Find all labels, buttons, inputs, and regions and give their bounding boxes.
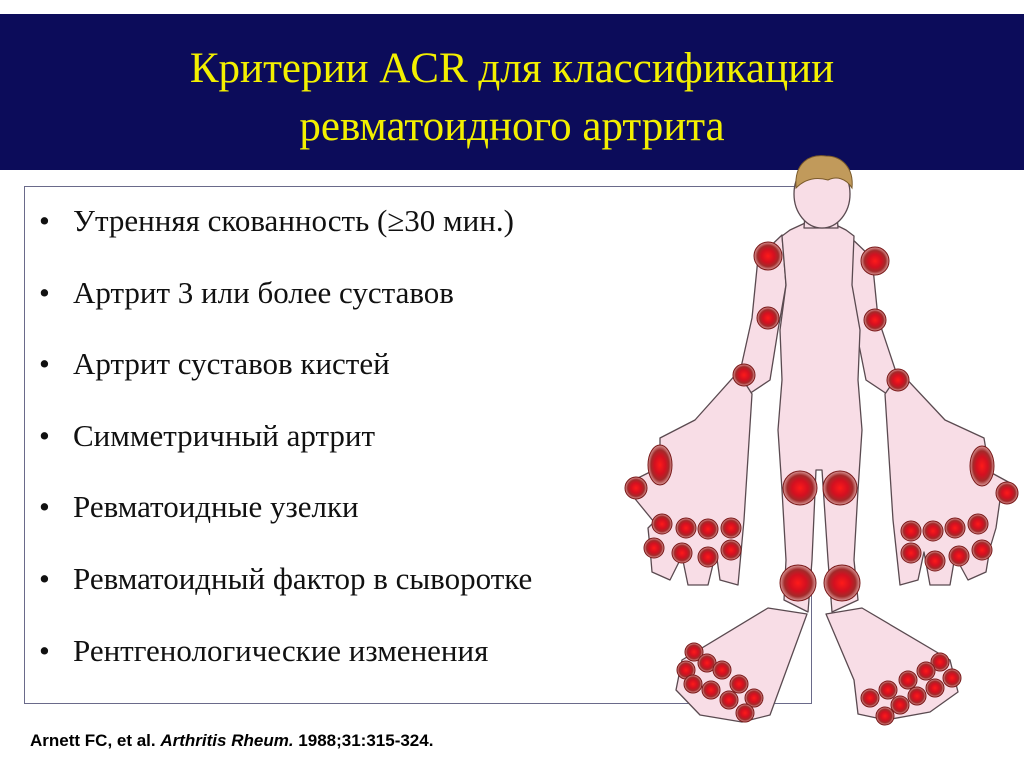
joint-marker: [683, 674, 703, 694]
citation-details: 1988;31:315-324.: [298, 731, 434, 750]
joint-marker: [735, 703, 755, 723]
joint-marker: [916, 661, 936, 681]
joint-marker: [671, 542, 693, 564]
citation: Arnett FC, et al. Arthritis Rheum. 1988;…: [30, 731, 433, 751]
joint-marker: [948, 545, 970, 567]
joint-marker: [900, 520, 922, 542]
bullet-icon: •: [39, 489, 50, 524]
joint-marker: [823, 564, 861, 602]
torso-and-legs: [777, 217, 863, 613]
bullet-icon: •: [39, 275, 50, 310]
bullet-icon: •: [39, 633, 50, 668]
joint-marker: [922, 520, 944, 542]
joint-marker: [643, 537, 665, 559]
joint-marker: [675, 517, 697, 539]
joint-marker: [684, 642, 704, 662]
citation-authors: Arnett FC, et al.: [30, 731, 156, 750]
criteria-box: • Утренняя скованность (≥30 мин.) • Артр…: [24, 186, 812, 704]
criteria-item-text: Артрит суставов кистей: [73, 346, 390, 381]
joint-marker: [720, 517, 742, 539]
joint-markers: [624, 241, 1019, 726]
criteria-item-text: Ревматоидные узелки: [73, 489, 359, 524]
joint-marker: [720, 539, 742, 561]
joint-marker: [875, 706, 895, 726]
bullet-icon: •: [39, 418, 50, 453]
joint-marker: [779, 564, 817, 602]
bullet-icon: •: [39, 346, 50, 381]
citation-journal: Arthritis Rheum.: [160, 731, 294, 750]
joint-marker: [898, 670, 918, 690]
joint-marker: [697, 546, 719, 568]
body-silhouette: [625, 159, 1013, 723]
bullet-icon: •: [39, 561, 50, 596]
joint-marker: [701, 680, 721, 700]
bullet-icon: •: [39, 203, 50, 238]
joint-marker: [944, 517, 966, 539]
slide-title-line-2: ревматоидного артрита: [299, 103, 725, 150]
joint-marker: [753, 241, 783, 271]
joint-marker: [930, 652, 950, 672]
hair: [795, 155, 853, 190]
joint-marker: [995, 481, 1019, 505]
title-bar: Критерии ACR для классификации ревматоид…: [0, 14, 1024, 170]
joint-marker: [782, 470, 818, 506]
joint-marker: [732, 363, 756, 387]
joint-marker: [651, 513, 673, 535]
joint-marker: [890, 695, 910, 715]
joint-marker: [860, 246, 890, 276]
human-body-joints-illustration: [624, 155, 1019, 726]
joint-marker: [907, 686, 927, 706]
joint-marker: [878, 680, 898, 700]
joint-marker: [647, 444, 673, 486]
joint-marker: [886, 368, 910, 392]
slide-title-line-1: Критерии ACR для классификации: [189, 45, 835, 92]
joint-marker: [967, 513, 989, 535]
criteria-item-text: Артрит 3 или более суставов: [73, 275, 454, 310]
joint-marker: [697, 518, 719, 540]
joint-marker: [624, 476, 648, 500]
joint-marker: [942, 668, 962, 688]
joint-marker: [729, 674, 749, 694]
joint-marker: [756, 306, 780, 330]
joint-marker: [925, 678, 945, 698]
joint-marker: [924, 550, 946, 572]
joint-marker: [969, 445, 995, 487]
joint-marker: [744, 688, 764, 708]
joint-marker: [863, 308, 887, 332]
joint-marker: [822, 470, 858, 506]
criteria-item-text: Утренняя скованность (≥30 мин.): [73, 203, 514, 238]
criteria-item-text: Ревматоидный фактор в сыворотке: [73, 561, 533, 596]
joint-marker: [712, 660, 732, 680]
criteria-item-text: Симметричный артрит: [73, 418, 376, 453]
joint-marker: [971, 539, 993, 561]
joint-marker: [900, 542, 922, 564]
joint-marker: [860, 688, 880, 708]
criteria-item-text: Рентгенологические изменения: [73, 633, 489, 668]
joint-marker: [719, 690, 739, 710]
